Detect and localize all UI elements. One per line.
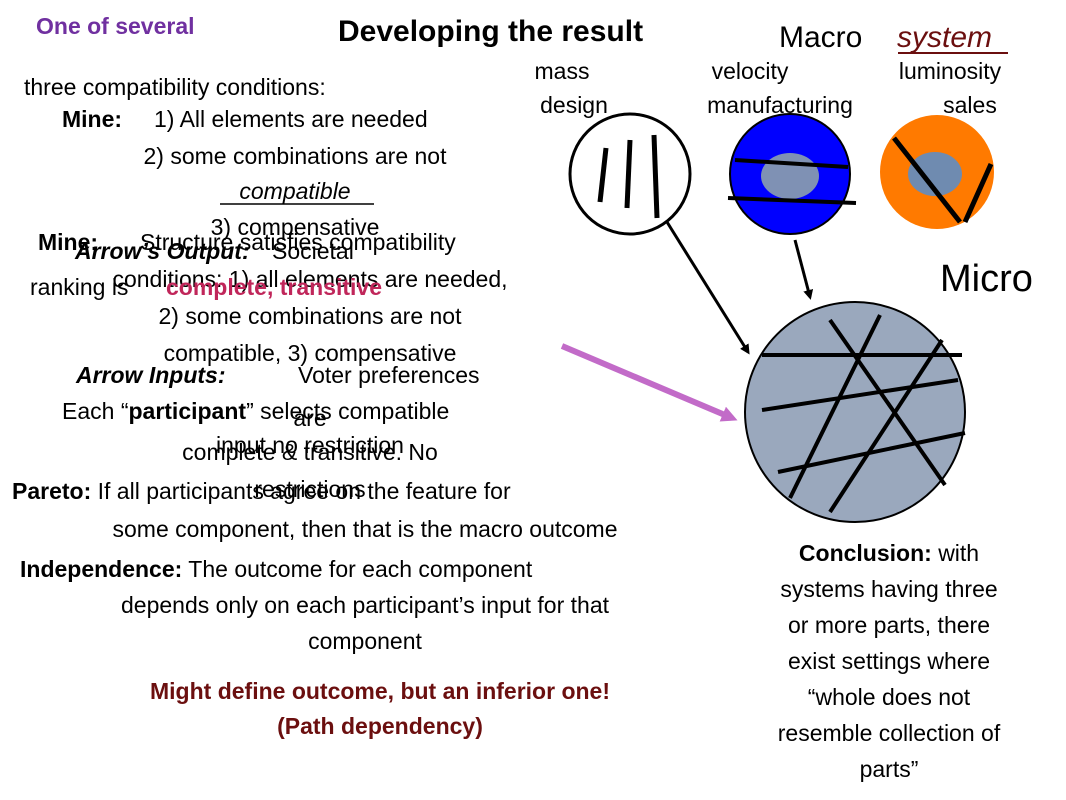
mine1-condition-3: 3) compensative [210,214,380,240]
complete-transitive-no-text: complete & transitive. No [182,439,438,465]
arrow-design-to-micro [665,221,750,355]
mine1-condition-1: 1) All elements are needed [154,106,428,132]
ranking-is-text: ranking is [30,274,129,300]
conclusion-line-6: resemble collection of [777,720,1001,746]
input-no-restriction-text: input no restriction [216,432,404,458]
micro-label: Micro [940,258,1033,300]
mine2-line-2: conditions: 1) all elements are needed, [112,266,508,292]
independence-label: Independence: [20,556,183,582]
conclusion-line-4: exist settings where [788,648,990,674]
system-link[interactable]: system [897,21,993,54]
one-of-several-label: One of several [36,13,195,39]
mine1-compatible: compatible [239,178,351,204]
complete-transitive-text: complete, transitive [166,274,383,300]
independence-line-1: Independence: The outcome for each compo… [20,558,532,581]
design-circle [568,112,692,236]
manufacturing-circle [727,113,857,235]
arrow-inputs-label: Arrow Inputs: [76,362,226,388]
arrow-output-text: Societal [272,238,354,264]
pareto-label: Pareto: [12,478,92,504]
mine2-line-1: Structure satisfies compatibility [140,229,456,255]
participant-line: Each “participant” selects compatible [62,400,449,423]
independence-text-1: The outcome for each component [188,556,533,582]
conclusion-line-7: parts” [859,756,919,782]
conclusion-text-1: with [938,540,980,566]
each-prefix: Each “ [62,398,129,424]
arrow-inputs-to-micro [560,343,738,422]
mine2-line-3: 2) some combinations are not [158,303,462,329]
macro-label: Macro [779,21,863,54]
pareto-text-1: If all participants agree on the feature… [97,478,511,504]
each-suffix: ” selects compatible [246,398,450,424]
mine2-label: Mine: [38,229,99,255]
might-define-line-2: (Path dependency) [277,713,483,739]
mine1-label: Mine: [62,106,123,132]
arrow-manufacturing-to-micro [793,239,814,300]
attr-velocity: velocity [711,58,789,84]
are-text: are [293,405,327,431]
conclusion-line-2: systems having three [780,576,998,602]
independence-line-3: component [308,628,422,654]
arrow-inputs-text: Voter preferences [298,362,480,388]
attr-design: design [540,92,608,118]
conclusion-line-1: Conclusion: with [724,542,1054,565]
arrow-output-label: Arrow’s Output: [75,238,250,264]
participant-word: participant [128,398,247,424]
independence-line-2: depends only on each participant’s input… [120,592,610,618]
intro-text: three compatibility conditions: [24,74,326,100]
attr-sales: sales [943,92,997,118]
page-title: Developing the result [338,15,644,48]
mine2-line-4: compatible, 3) compensative [163,340,457,366]
attr-manufacturing: manufacturing [707,92,853,118]
pareto-line-2: some component, then that is the macro o… [112,516,618,542]
attr-luminosity: luminosity [898,58,1002,84]
micro-circle [744,301,966,523]
sales-circle [880,115,994,229]
restrictions-text: restrictions [254,476,366,502]
mine1-condition-2: 2) some combinations are not [143,143,447,169]
attr-mass: mass [534,58,590,84]
conclusion-line-3: or more parts, there [788,612,990,638]
pareto-line-1: Pareto: If all participants agree on the… [12,480,511,503]
conclusion-label: Conclusion: [798,540,932,566]
might-define-line-1: Might define outcome, but an inferior on… [150,678,610,704]
conclusion-line-5: “whole does not [807,684,971,710]
